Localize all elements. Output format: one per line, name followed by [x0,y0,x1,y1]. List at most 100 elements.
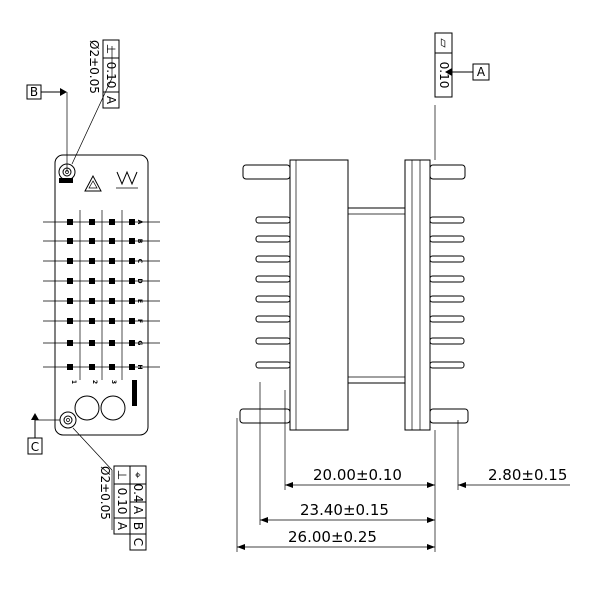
pad [67,219,73,225]
left-pin [255,295,291,303]
pad [67,298,73,304]
pad [67,364,73,370]
position-tolerance: 0.4 [131,483,145,502]
datum-c: C [27,413,43,455]
right-pin [429,216,465,224]
left-pin [255,235,291,243]
pad [109,278,115,284]
bottom-hole-diameter: Ø2±0.05 [98,466,112,520]
datum-c-label: C [31,440,39,454]
pad [109,298,115,304]
right-flange [404,159,431,431]
left-pin [255,337,291,345]
pcb-col-label: 2 [91,380,98,384]
pad [109,258,115,264]
manufacturer-mark-side [132,380,137,406]
datum-b-label: B [30,85,38,99]
pad [129,278,135,284]
pcb-col-label: 4 [130,380,137,384]
position-datum-b: B [131,522,145,530]
perpendicularity-icon-bottom: ⊥ [115,470,129,480]
pad [109,219,115,225]
pad [109,364,115,370]
large-hole-right [100,395,126,421]
recycle-logo-icon [84,174,102,192]
position-datum-a: A [131,506,145,515]
pad-grid [43,210,160,380]
pcb-row-label: F [136,319,143,323]
pad [67,340,73,346]
pad [89,278,95,284]
bottom-hole-callout: ⌖ 0.4 A B C ⊥ 0.10 A Ø2±0.05 [98,465,147,551]
pad [67,238,73,244]
flatness-tolerance: 0.10 [437,62,451,89]
right-pin [429,275,465,283]
manufacturer-mark-top [59,178,73,183]
pad [129,258,135,264]
pad [129,298,135,304]
left-pin [255,216,291,224]
pad [129,364,135,370]
pad [109,340,115,346]
left-flange [289,159,349,431]
pad [67,258,73,264]
top-perp-tolerance: 0.10 [104,62,118,89]
pcb-row-label: G [136,341,143,346]
pcb-col-labels: 1 2 3 4 [70,380,137,384]
right-pin [429,315,465,323]
post-bottom-right [429,408,469,424]
datum-a-box [472,63,490,81]
pad [129,318,135,324]
bottom-mounting-hole [59,411,77,429]
pcb-row-label: B [136,239,143,244]
left-pin [255,361,291,369]
flatness-icon: ⏥ [437,38,451,48]
dim-overall: 26.00±0.25 [288,528,377,546]
pcb-row-label: D [136,279,143,284]
perpendicularity-icon: ⊥ [104,44,118,54]
bottom-perp-tolerance: 0.10 [115,488,129,515]
pad [89,238,95,244]
dim-inner: 20.00±0.10 [313,466,402,484]
brand-logo-icon [116,170,138,189]
left-pin [255,255,291,263]
side-pins [255,216,465,369]
top-hole-diameter: Ø2±0.05 [87,40,101,94]
bottom-hole-leader [72,427,113,471]
top-perp-datum: A [104,96,118,105]
pcb-row-label: H [136,364,143,369]
position-datum-c: C [131,538,145,546]
pad [89,258,95,264]
pad [89,219,95,225]
pad [129,340,135,346]
pad [129,238,135,244]
large-hole-left [74,395,100,421]
right-pin [429,295,465,303]
left-pin [255,315,291,323]
core-body [347,207,406,384]
dim-pin-offset: 2.80±0.15 [488,466,567,484]
dim-middle: 23.40±0.15 [300,501,389,519]
right-pin [429,235,465,243]
datum-b: B [26,84,67,100]
pcb-row-label: E [136,299,143,303]
post-bottom-left [239,408,291,424]
pcb-row-labels: A B C D E F G H [136,220,143,370]
flatness-callout: ⏥ 0.10 A [434,32,490,160]
pad [129,219,135,225]
pad [89,318,95,324]
pcb-col-label: 1 [70,380,77,384]
pcb-col-label: 3 [110,380,117,384]
left-pin [255,275,291,283]
pad [109,318,115,324]
pcb-row-label: A [136,220,143,225]
datum-a-label: A [477,65,486,79]
pcb-row-label: C [136,259,143,264]
side-elevation-view [239,159,469,431]
bottom-perp-datum: A [115,522,129,531]
pad [89,364,95,370]
top-hole-callout: ⊥ 0.10 A Ø2±0.05 [87,39,120,109]
right-pin [429,337,465,345]
